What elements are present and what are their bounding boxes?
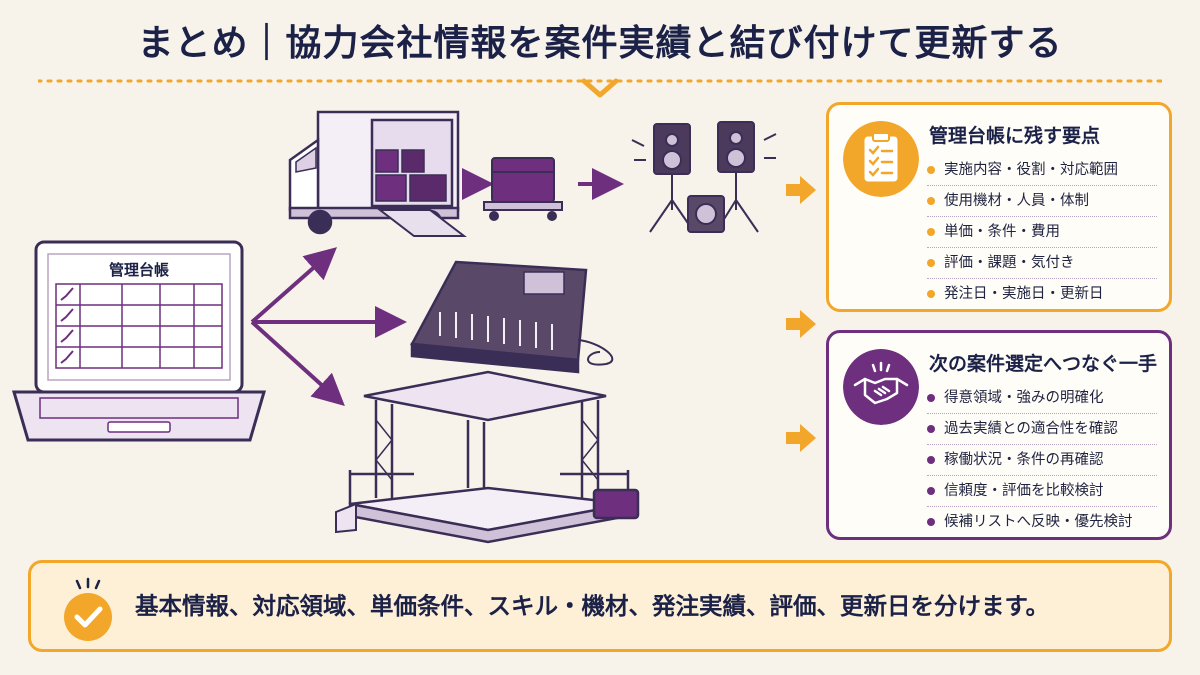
points-panel-title: 管理台帳に残す要点 <box>929 125 1101 147</box>
list-item: 信頼度・評価を比較検討 <box>927 476 1157 507</box>
speaker-icon <box>631 121 777 233</box>
page-title: まとめ｜協力会社情報を案件実績と結び付けて更新する <box>137 23 1063 64</box>
ledger-title: 管理台帳 <box>109 261 169 279</box>
list-item: 候補リストへ反映・優先検討 <box>927 507 1157 537</box>
bullet-dot-icon <box>927 425 935 433</box>
workflow-illustration: 管理台帳 <box>12 110 816 544</box>
summary-text: 基本情報、対応領域、単価条件、スキル・機材、発注実績、評価、更新日を分けます。 <box>135 592 1050 620</box>
points-panel: 管理台帳に残す要点 実施内容・役割・対応範囲 使用機材・人員・体制 単価・条件・… <box>826 102 1172 312</box>
bullet-dot-icon <box>927 259 935 267</box>
bullet-dot-icon <box>927 290 935 298</box>
summary-footer: 基本情報、対応領域、単価条件、スキル・機材、発注実績、評価、更新日を分けます。 <box>28 560 1172 652</box>
list-item: 得意領域・強みの明確化 <box>927 383 1157 414</box>
stage-truss-icon <box>335 370 640 544</box>
bullet-dot-icon <box>927 487 935 495</box>
bullet-dot-icon <box>927 228 935 236</box>
title-divider <box>38 78 1162 98</box>
orange-arrows <box>786 176 816 452</box>
bullet-dot-icon <box>927 197 935 205</box>
next-step-list: 得意領域・強みの明確化 過去実績との適合性を確認 稼働状況・条件の再確認 信頼度… <box>927 383 1157 537</box>
list-item: 発注日・実施日・更新日 <box>927 279 1157 309</box>
list-item: 単価・条件・費用 <box>927 217 1157 248</box>
points-list: 実施内容・役割・対応範囲 使用機材・人員・体制 単価・条件・費用 評価・課題・気… <box>927 155 1157 309</box>
next-step-panel-title: 次の案件選定へつなぐ一手 <box>929 353 1158 375</box>
check-circle-icon <box>64 577 112 641</box>
branch-arrows <box>250 247 407 407</box>
equipment-case-icon <box>483 157 563 221</box>
laptop-ledger-icon: 管理台帳 <box>12 240 266 442</box>
next-step-panel: 次の案件選定へつなぐ一手 得意領域・強みの明確化 過去実績との適合性を確認 稼働… <box>826 330 1172 540</box>
clipboard-checklist-icon <box>843 121 919 197</box>
list-item: 使用機材・人員・体制 <box>927 186 1157 217</box>
bullet-dot-icon <box>927 166 935 174</box>
list-item: 評価・課題・気付き <box>927 248 1157 279</box>
bullet-dot-icon <box>927 456 935 464</box>
mixer-console-icon <box>410 260 614 374</box>
bullet-dot-icon <box>927 518 935 526</box>
bullet-dot-icon <box>927 394 935 402</box>
truck-icon <box>288 110 467 237</box>
list-item: 過去実績との適合性を確認 <box>927 414 1157 445</box>
handshake-icon <box>843 349 919 425</box>
list-item: 稼働状況・条件の再確認 <box>927 445 1157 476</box>
chevron-down-icon <box>581 78 619 98</box>
list-item: 実施内容・役割・対応範囲 <box>927 155 1157 186</box>
